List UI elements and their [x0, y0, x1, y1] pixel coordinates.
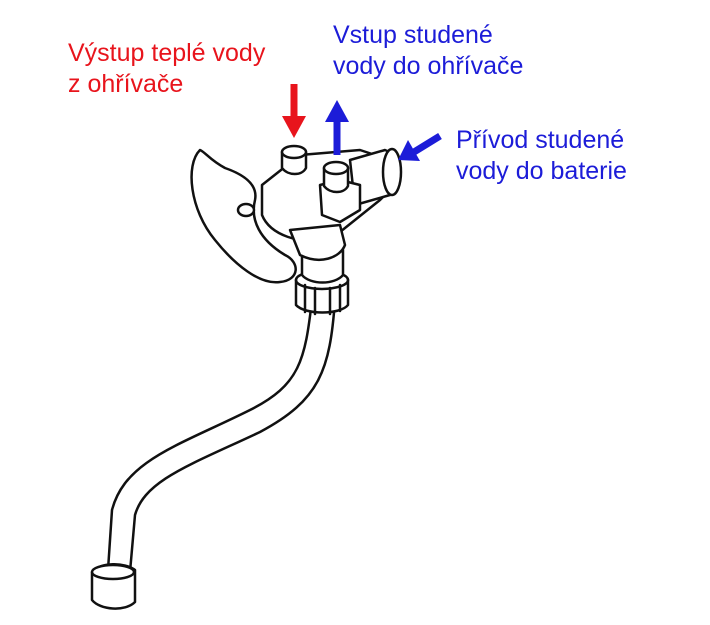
hot-outlet-arrow — [282, 84, 306, 138]
cold-inlet-heater-label: Vstup studené vody do ohřívače — [333, 20, 523, 82]
hot-outlet-label: Výstup teplé vody z ohřívače — [68, 38, 265, 100]
cold-inlet-arrow — [325, 100, 349, 155]
cold-supply-tap-label-line2: vody do baterie — [456, 157, 627, 185]
hot-outlet-label-line2: z ohřívače — [68, 70, 184, 98]
cold-supply-tap-label: Přívod studené vody do baterie — [456, 125, 627, 187]
spout — [106, 298, 337, 574]
hot-outlet-label-line1: Výstup teplé vody — [68, 39, 266, 67]
cold-supply-arrow — [398, 133, 442, 161]
cold-supply-tap-label-line1: Přívod studené — [456, 126, 625, 154]
cold-inlet-heater-label-line1: Vstup studené — [333, 21, 493, 49]
cold-inlet-heater-label-line2: vody do ohřívače — [333, 52, 524, 80]
